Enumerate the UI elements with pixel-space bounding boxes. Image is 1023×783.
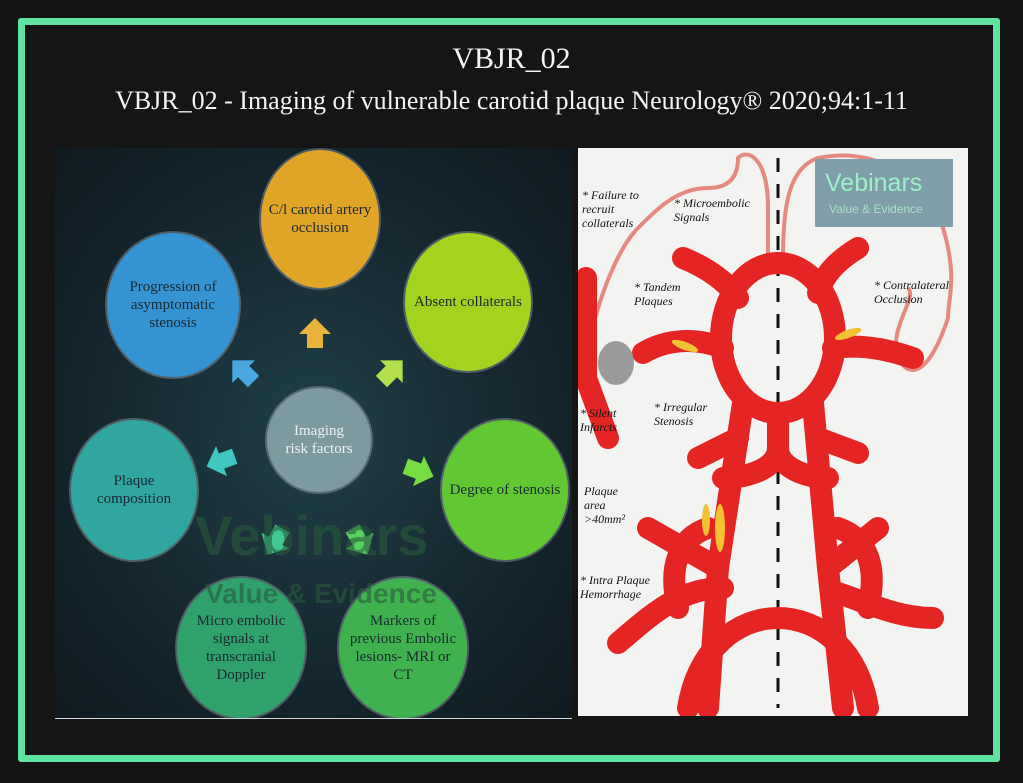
risk-factors-diagram: C/l carotid artery occlusion Absent coll… [55,148,572,719]
arrows [206,318,434,555]
note-tandem-plaques: * Tandem Plaques [634,280,681,308]
note-silent-infarcts: * Silent Infarcts [580,406,617,434]
watermark-name: Vebinars [195,504,429,567]
vebinars-logo: Vebinars Value & Evidence [815,159,953,227]
factor-degree-of-stenosis: Degree of stenosis [442,420,568,560]
factor-cl-carotid-occlusion: C/l carotid artery occlusion [261,150,379,288]
arterial-drawing: Vebinars Value & Evidence * Failure to r… [578,148,968,716]
center-imaging-risk-factors: Imaging risk factors [267,388,371,492]
note-intraplaque-hemorrhage: * Intra Plaque Hemorrhage [580,573,650,601]
plaque-marks [671,327,862,552]
arrow-icon [375,360,403,388]
factor-markers-embolic-lesions: Markers of previous Embolic lesions- MRI… [339,578,467,718]
arrow-icon [345,524,374,555]
arrow-icon [232,360,260,388]
logo-name: Vebinars [825,169,923,197]
logo-tagline: Value & Evidence [829,202,923,216]
slide-title: VBJR_02 [452,42,571,75]
note-irregular-stenosis: * Irregular Stenosis [654,400,708,428]
arteries [578,237,944,716]
slide-subtitle: VBJR_02 - Imaging of vulnerable carotid … [115,86,908,115]
arrow-icon [261,524,290,555]
note-contralateral-occlusion: * Contralateral Occlusion [874,278,950,306]
note-microembolic: * Microembolic Signals [674,196,750,224]
factor-progression-stenosis: Progression of asymptomatic stenosis [107,233,239,377]
infarct-mark [598,341,634,385]
watermark-tagline: Value & Evidence [205,578,437,609]
factor-absent-collaterals: Absent collaterals [405,233,531,371]
artery-illustration [578,152,954,716]
note-plaque-area: Plaque area >40mm² [584,484,626,526]
arrow-icon [299,318,331,348]
factor-micro-embolic-signals: Micro embolic signals at transcranial Do… [177,578,305,718]
arrow-icon [402,456,434,487]
factor-plaque-composition: Plaque composition [71,420,197,560]
note-failure-collaterals: * Failure to recruit collaterals [582,188,639,230]
arrow-icon [206,446,238,477]
